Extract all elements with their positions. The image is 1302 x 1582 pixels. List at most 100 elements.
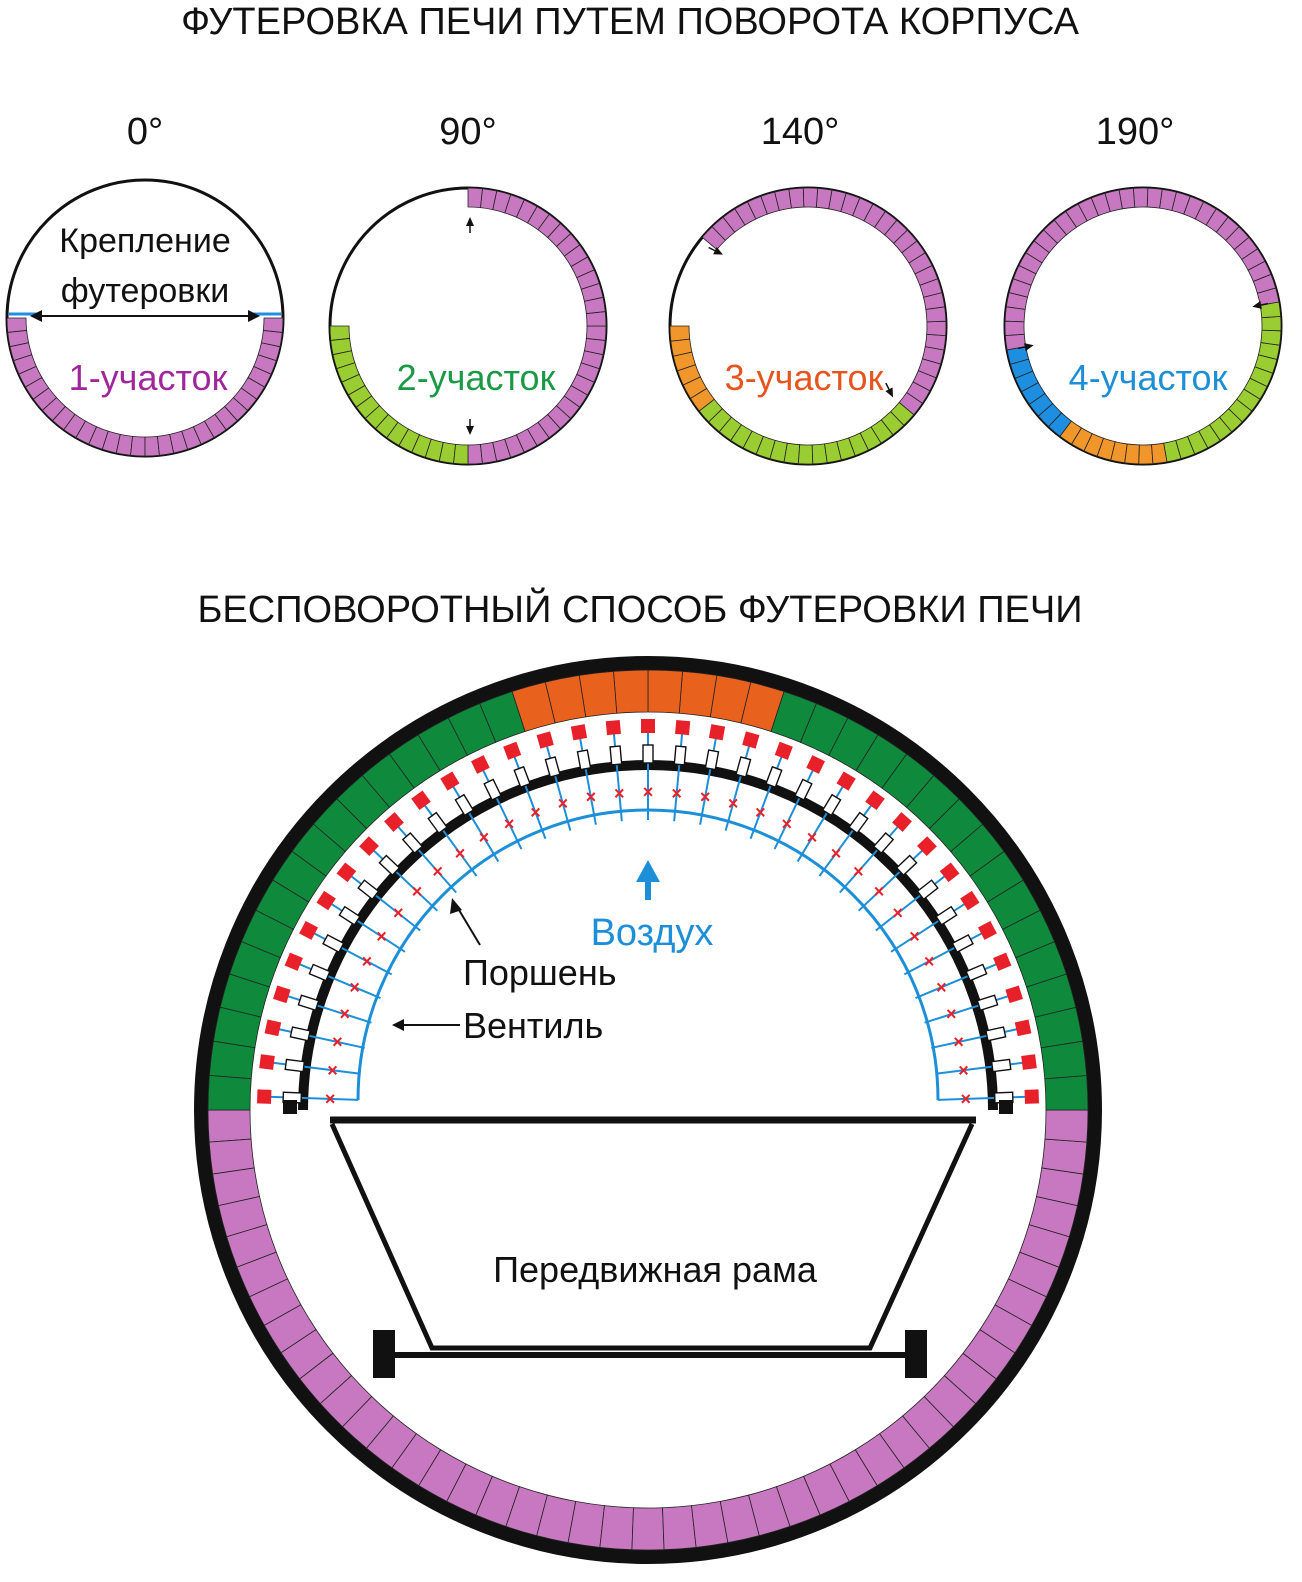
valve-icon: × xyxy=(946,1004,957,1024)
air-line xyxy=(935,1061,1030,1075)
pressure-pad xyxy=(384,812,404,832)
valve-icon: × xyxy=(614,783,625,803)
valve-icon: × xyxy=(853,862,864,882)
lining-brick xyxy=(1124,443,1140,465)
movable-frame xyxy=(329,1116,976,1378)
air-line xyxy=(264,1095,359,1101)
pressure-pad xyxy=(917,836,937,856)
piston xyxy=(765,765,783,789)
placing-brick xyxy=(647,669,683,714)
air-line xyxy=(325,899,406,953)
valve-icon: × xyxy=(327,1060,338,1080)
frame-label: Передвижная рама xyxy=(493,1249,818,1290)
marker-arrow-icon xyxy=(1252,301,1262,309)
pressure-pad xyxy=(1024,1089,1040,1104)
piston xyxy=(357,879,380,901)
lining-brick xyxy=(926,320,947,337)
air-line xyxy=(272,1026,365,1049)
pressure-pad xyxy=(939,862,960,883)
lining-brick xyxy=(130,435,146,457)
air-line xyxy=(293,960,381,999)
installed-brick xyxy=(662,1505,697,1551)
piston xyxy=(576,749,592,771)
new-brick xyxy=(208,1040,256,1080)
angle-label-190: 190° xyxy=(1096,111,1175,153)
marker-arrow-icon xyxy=(466,426,474,435)
pressure-pad xyxy=(471,755,490,774)
piston xyxy=(704,749,720,771)
stage-0-circle xyxy=(5,178,285,458)
installed-brick xyxy=(1044,1109,1089,1143)
air-line xyxy=(266,1061,361,1075)
stage-190-circle xyxy=(1003,186,1283,466)
valve-label: Вентиль xyxy=(463,1005,603,1046)
marker-arrow-line xyxy=(1017,346,1026,350)
section-label-2: 2-участок xyxy=(397,357,556,398)
valve-icon: × xyxy=(530,803,541,823)
lining-brick xyxy=(689,387,715,412)
valve-icon: × xyxy=(376,927,387,947)
marker-arrow-icon xyxy=(713,247,723,255)
piston xyxy=(985,1026,1007,1042)
air-line xyxy=(890,899,971,953)
valve-icon: × xyxy=(558,794,569,814)
air-line xyxy=(931,1026,1024,1049)
air-line xyxy=(924,993,1015,1024)
section-label-1: 1-участок xyxy=(69,357,228,398)
air-line xyxy=(839,821,903,894)
air-arrow xyxy=(636,860,660,900)
pressure-pad xyxy=(299,920,319,940)
installed-brick xyxy=(631,1507,665,1551)
valve-icon: × xyxy=(936,977,947,997)
piston xyxy=(284,1058,306,1073)
piston xyxy=(378,854,401,877)
placing-brick xyxy=(678,670,718,718)
piston xyxy=(338,905,361,926)
piston xyxy=(544,756,561,778)
air-line xyxy=(345,871,421,932)
air-line xyxy=(479,764,523,850)
piston xyxy=(401,831,424,855)
marker-arrow-icon xyxy=(466,217,474,226)
valve-icon: × xyxy=(755,803,766,823)
lining-brick xyxy=(1004,306,1026,323)
valve-icon: × xyxy=(362,951,373,971)
pressure-pad xyxy=(774,741,793,760)
air-line xyxy=(937,1095,1032,1101)
installed-brick xyxy=(1041,1138,1088,1175)
lining-brick xyxy=(1048,412,1072,437)
pressure-pad xyxy=(641,719,655,733)
kiln-shell xyxy=(194,656,1102,1564)
lining-brick xyxy=(144,435,160,457)
lining-brick xyxy=(1138,444,1154,465)
section-label-4: 4-участок xyxy=(1069,357,1228,398)
piston xyxy=(735,756,752,778)
piston xyxy=(916,879,939,901)
pressure-pad xyxy=(1014,1019,1032,1037)
air-line xyxy=(511,750,547,840)
fastening-arrow xyxy=(30,310,260,322)
lining-brick xyxy=(669,325,691,342)
air-line xyxy=(393,821,457,894)
valve-icon: × xyxy=(700,787,711,807)
air-line xyxy=(578,732,597,825)
valve-icon: × xyxy=(393,903,404,923)
marker-arrow-line xyxy=(708,246,716,252)
pressure-pad xyxy=(264,1019,282,1037)
lining-brick xyxy=(467,443,483,465)
valve-icon: × xyxy=(909,927,920,947)
valve-icon: × xyxy=(953,1032,964,1052)
new-brick xyxy=(207,1075,252,1111)
placing-brick xyxy=(613,669,649,714)
top-title: ФУТЕРОВКА ПЕЧИ ПУТЕМ ПОВОРОТА КОРПУСА xyxy=(181,1,1080,43)
bottom-title: БЕСПОВОРОТНЫЙ СПОСОБ ФУТЕРОВКИ ПЕЧИ xyxy=(197,586,1082,631)
piston xyxy=(289,1026,311,1042)
marker-arrow-line xyxy=(1260,302,1269,306)
angle-label-140: 140° xyxy=(761,111,840,153)
kiln-cross-section: ××××××××××××××××××××××××××××××××××× xyxy=(194,656,1102,1564)
valve-icon: × xyxy=(340,1004,351,1024)
pressure-pad xyxy=(1021,1054,1037,1070)
piston xyxy=(821,793,842,817)
pressure-pad xyxy=(675,719,691,736)
